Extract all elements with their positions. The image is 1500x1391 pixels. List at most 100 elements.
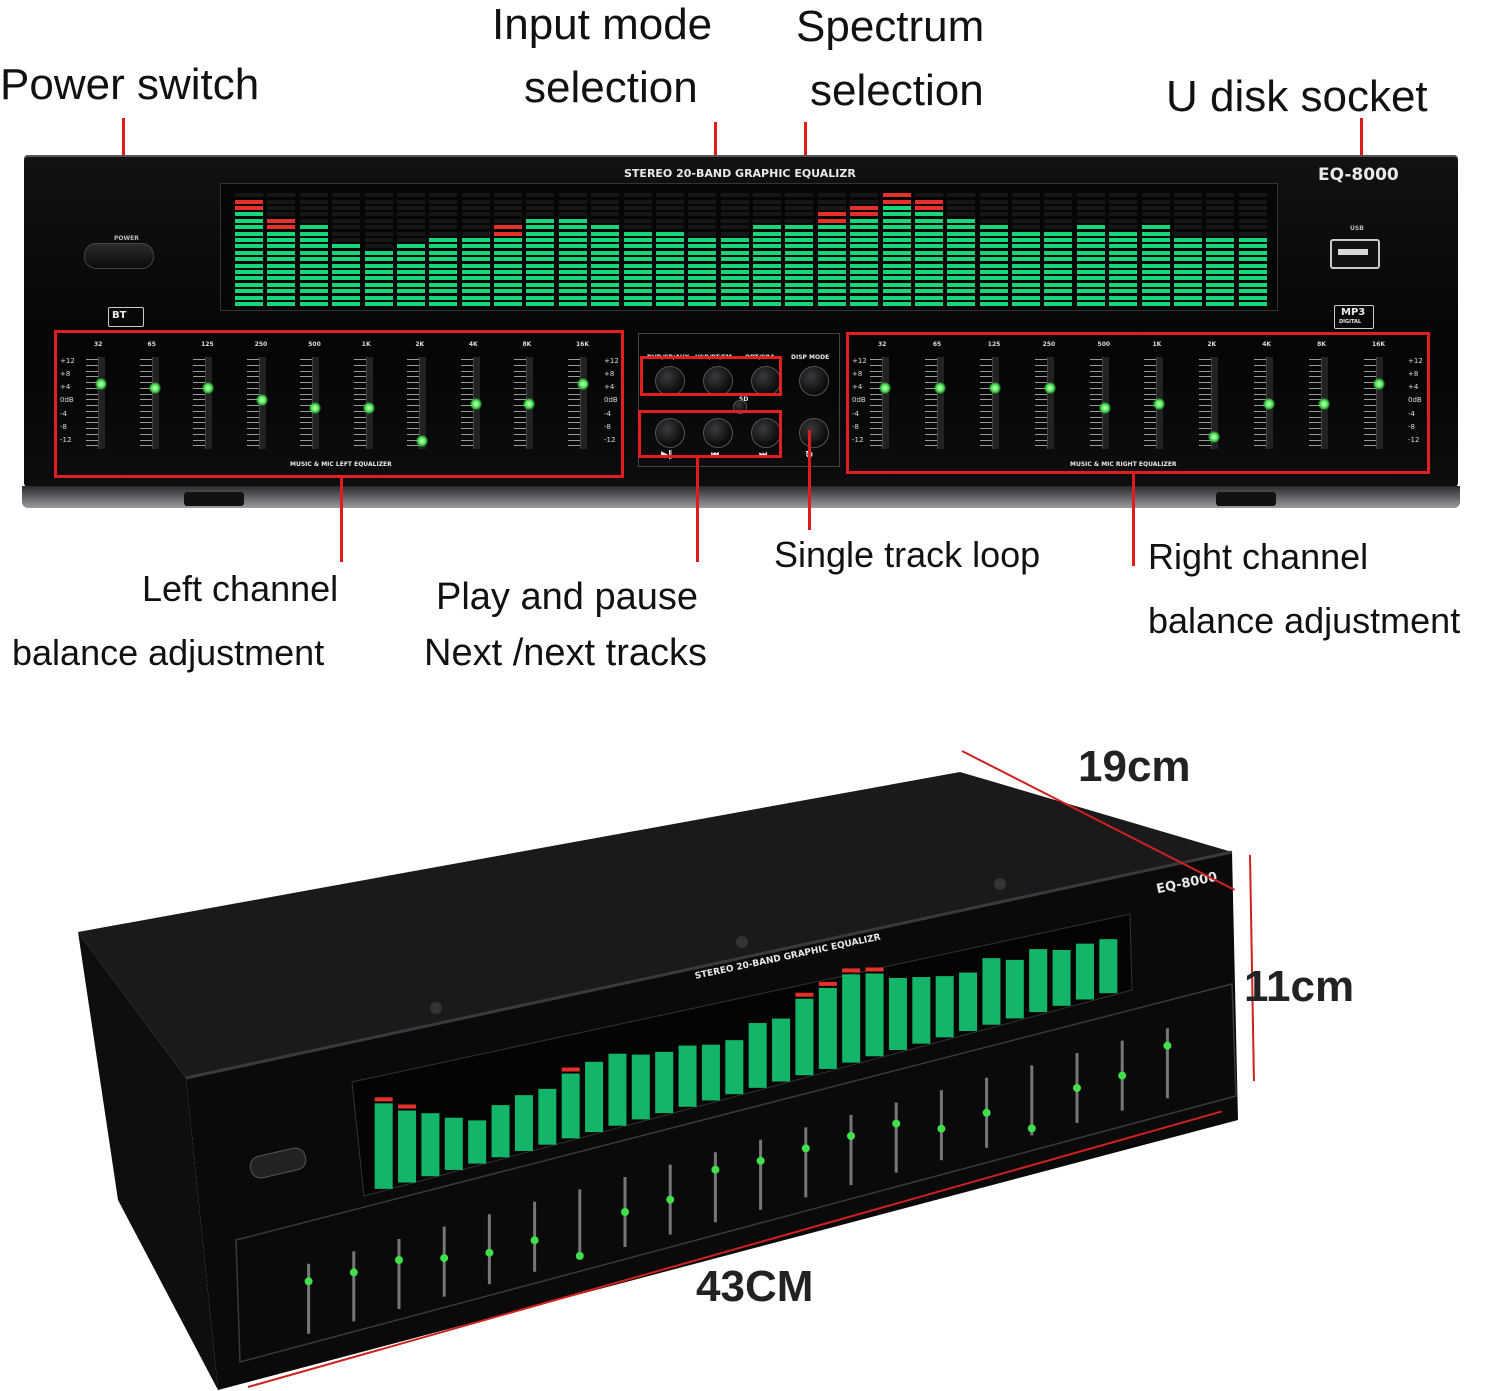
db-scale-label: +4 [604,383,615,392]
vu-segment [332,257,361,262]
vu-segment [429,257,458,262]
eq-tick [407,370,420,372]
vu-segment [753,244,781,249]
vu-segment [785,231,814,236]
vu-segment [1012,231,1040,236]
eq-slider-knob-led[interactable] [95,377,107,390]
vu-segment [882,225,911,230]
eq-slider-knob-led[interactable] [1263,398,1276,410]
vu-segment [1012,244,1040,249]
vu-segment [332,225,361,230]
vu-segment [591,231,620,236]
unit-vu-peak [818,981,837,986]
next-track-button[interactable] [751,418,781,448]
eq-tick [139,422,152,424]
eq-tick [246,370,259,372]
vu-segment [591,212,620,217]
eq-tick [1089,416,1102,418]
vu-segment [1109,199,1138,204]
eq-slider-knob-led[interactable] [523,398,536,410]
vu-segment [1238,302,1267,306]
eq-slider-knob-led[interactable] [1208,430,1221,443]
vu-segment [396,276,425,281]
eq-slider-track[interactable] [151,357,159,449]
eq-tick [514,370,527,372]
eq-slider-knob-led[interactable] [988,381,1001,394]
vu-segment [785,270,814,274]
vu-segment [655,238,684,242]
unit-vu-bar [538,1088,557,1145]
vu-segment [914,257,943,262]
eq-tick [1089,393,1102,395]
unit-side-face [78,932,218,1390]
eq-slider-knob-led[interactable] [416,434,429,447]
screw-3 [994,878,1006,890]
eq-slider-knob-led[interactable] [309,402,322,415]
vu-segment [623,270,652,274]
eq-tick [407,364,420,366]
eq-tick [514,382,527,383]
vu-segment [299,218,328,223]
eq-slider-track[interactable] [98,357,105,449]
eq-tick [568,364,580,366]
eq-slider-track[interactable] [1046,357,1054,449]
eq-slider-track[interactable] [936,357,944,449]
vu-segment [1109,193,1138,198]
input-dvd-button[interactable] [655,366,685,396]
eq-slider-knob-led[interactable] [148,381,161,394]
eq-slider-knob-led[interactable] [933,381,946,394]
vu-bar [1109,188,1138,306]
eq-tick [460,387,473,389]
vu-segment [235,257,263,262]
eq-tick [924,416,937,418]
eq-slider-knob-led[interactable] [362,402,375,415]
single-loop-button[interactable] [799,418,829,448]
eq-tick [1254,376,1267,378]
vu-segment [1109,244,1138,249]
vu-segment [785,250,814,255]
vu-segment [817,282,846,287]
eq-tick [353,382,366,383]
eq-slider-track[interactable] [580,357,587,449]
eq-slider-knob-led[interactable] [1318,398,1331,410]
eq-slider-knob-led[interactable] [1043,381,1056,394]
disp-mode-button[interactable] [799,366,829,396]
eq-tick [568,405,580,406]
eq-slider-knob-led[interactable] [1153,398,1166,410]
eq-slider-track[interactable] [991,357,999,449]
eq-tick [139,445,152,447]
eq-tick [870,359,882,360]
eq-slider-track[interactable] [419,357,427,449]
eq-tick [460,445,473,447]
eq-slider-knob-led[interactable] [255,393,268,406]
eq-slider-knob-led[interactable] [469,398,482,410]
eq-slider-knob-led[interactable] [879,381,891,394]
eq-tick [86,416,98,418]
vu-segment [494,225,522,230]
power-button[interactable] [84,243,154,269]
vu-segment [655,257,684,262]
eq-slider-track[interactable] [1376,357,1383,449]
eq-slider-track[interactable] [1211,357,1219,449]
eq-slider-knob-led[interactable] [1098,402,1111,415]
eq-slider-knob-led[interactable] [1373,377,1385,390]
vu-segment [461,193,490,198]
eq-tick [353,422,366,424]
right-eq-highlight [846,332,1430,474]
disp-mode-label: DISP MODE [791,354,830,361]
vu-segment [688,295,717,300]
vu-segment [299,250,328,255]
eq-slider-knob-led[interactable] [202,381,215,394]
vu-segment [850,282,879,287]
eq-tick [1089,399,1102,401]
eq-slider-track[interactable] [205,357,213,449]
usb-socket[interactable] [1330,239,1380,269]
vu-bar [882,188,911,306]
play-pause-button[interactable] [655,418,685,448]
vu-segment [623,257,652,262]
eq-slider-knob-led[interactable] [577,377,589,390]
eq-tick [1089,359,1102,360]
eq-tick [139,376,152,378]
prev-track-button[interactable] [703,418,733,448]
eq-slider-track[interactable] [882,357,889,449]
